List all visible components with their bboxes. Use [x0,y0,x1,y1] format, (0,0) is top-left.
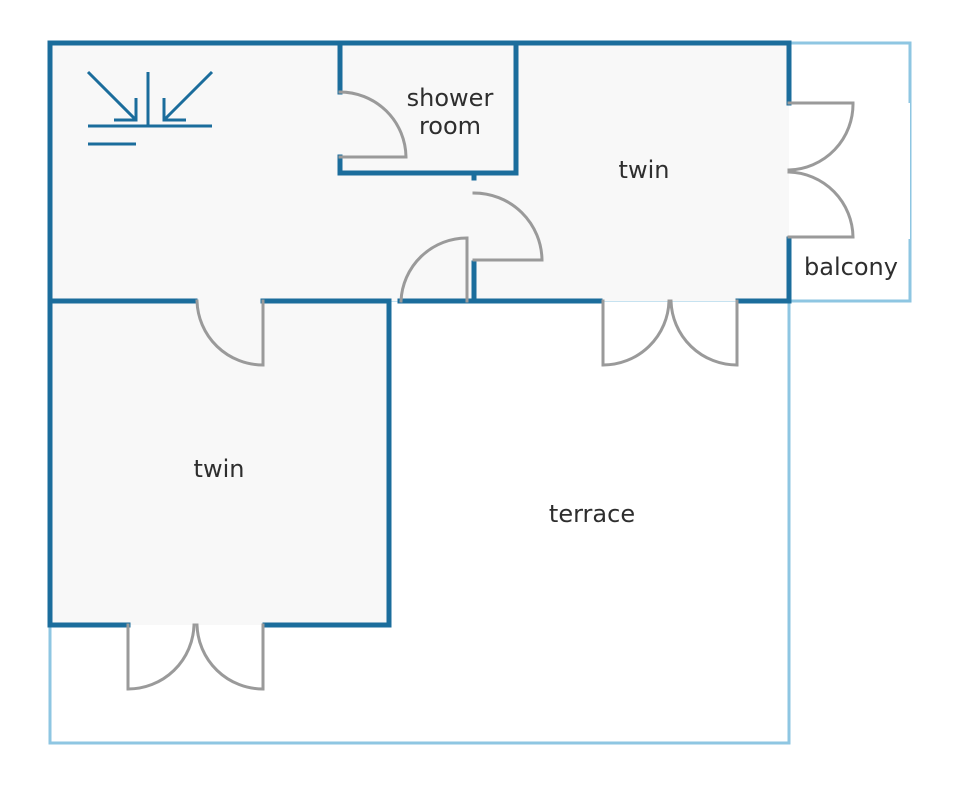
door-balcony-lower [787,170,855,239]
outer-wall [47,40,792,628]
label-twin-left: twin [194,455,245,483]
walls [47,40,792,628]
door-hall-terrace [399,236,469,303]
door-twin-left [195,299,265,367]
label-shower-line1: shower [407,84,494,112]
label-terrace: terrace [549,500,635,528]
label-shower-line2: room [419,112,481,140]
door-twin-left-terrace-left [126,623,196,691]
stairs-icon [86,70,214,146]
room-labels: shower room twin balcony twin terrace [194,84,898,528]
door-twin-top-terrace-left [601,299,671,367]
door-twin-left-terrace-right [195,623,265,691]
doors [126,90,855,691]
label-balcony: balcony [804,253,898,281]
fill-twin-left [50,301,389,625]
door-balcony-upper [787,101,855,172]
door-twin-top-terrace-right [669,299,739,367]
label-twin-top: twin [619,156,670,184]
door-shower [338,90,408,159]
door-twin-top [472,191,544,262]
